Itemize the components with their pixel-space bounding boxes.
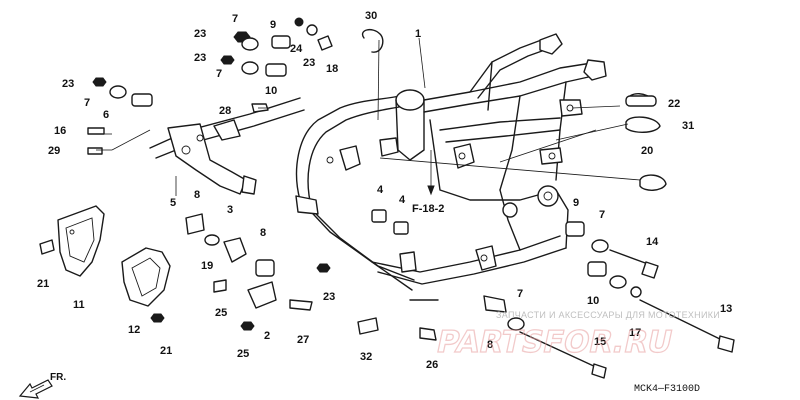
callout: 25 bbox=[237, 348, 249, 360]
callouts: 1 2 3 4 4 5 6 7 7 7 7 7 8 8 8 9 9 10 10 … bbox=[37, 10, 732, 371]
callout: 32 bbox=[360, 351, 372, 363]
callout: 9 bbox=[270, 19, 276, 31]
callout: 29 bbox=[48, 145, 60, 157]
callout: 24 bbox=[290, 43, 303, 55]
callout: 6 bbox=[103, 109, 109, 121]
watermark: ЗАПЧАСТИ И АКСЕССУАРЫ ДЛЯ МОТОТЕХНИКИ PA… bbox=[433, 310, 720, 361]
callout: 10 bbox=[587, 295, 599, 307]
leader-lines bbox=[96, 37, 641, 196]
callout: 3 bbox=[227, 204, 233, 216]
callout: 7 bbox=[599, 209, 605, 221]
callout: 23 bbox=[194, 28, 206, 40]
callout: 23 bbox=[62, 78, 74, 90]
callout: 8 bbox=[260, 227, 266, 239]
callout: 13 bbox=[720, 303, 732, 315]
callout: 31 bbox=[682, 120, 694, 132]
callout: 5 bbox=[170, 197, 176, 209]
callout: 16 bbox=[54, 125, 66, 137]
callout: 17 bbox=[629, 327, 641, 339]
callout: 7 bbox=[84, 97, 90, 109]
diagram-code: MCK4—F3100D bbox=[634, 384, 700, 395]
callout: 4 bbox=[399, 194, 406, 206]
callout: 21 bbox=[37, 278, 49, 290]
callout: 30 bbox=[365, 10, 377, 22]
front-arrow: FR. bbox=[18, 372, 66, 399]
callout: 7 bbox=[232, 13, 238, 25]
callout: 12 bbox=[128, 324, 140, 336]
callout: 28 bbox=[219, 105, 231, 117]
callout: 23 bbox=[194, 52, 206, 64]
cover-12[interactable] bbox=[121, 247, 171, 307]
callout: 10 bbox=[265, 85, 277, 97]
callout: 19 bbox=[201, 260, 213, 272]
cover-11[interactable] bbox=[57, 205, 105, 277]
callout: 20 bbox=[641, 145, 653, 157]
callout: 15 bbox=[594, 336, 606, 348]
callout: 26 bbox=[426, 359, 438, 371]
callout: 9 bbox=[573, 197, 579, 209]
callout: 21 bbox=[160, 345, 172, 357]
callout: 25 bbox=[215, 307, 227, 319]
front-label: FR. bbox=[50, 372, 66, 383]
callout: 14 bbox=[646, 236, 659, 248]
callout: 18 bbox=[326, 63, 338, 75]
section-ref: F-18-2 bbox=[412, 203, 444, 215]
callout: 8 bbox=[194, 189, 200, 201]
frame-body[interactable] bbox=[295, 33, 607, 291]
watermark-logo: PARTSFOR.RU bbox=[433, 325, 675, 360]
callout: 7 bbox=[517, 288, 523, 300]
callout: 4 bbox=[377, 184, 384, 196]
callout: 27 bbox=[297, 334, 309, 346]
callout: 23 bbox=[323, 291, 335, 303]
callout: 2 bbox=[264, 330, 270, 342]
small-parts[interactable] bbox=[39, 17, 735, 379]
callout: 23 bbox=[303, 57, 315, 69]
callout: 7 bbox=[216, 68, 222, 80]
callout: 11 bbox=[73, 299, 85, 311]
step-bar-assembly[interactable] bbox=[149, 97, 305, 195]
callout: 1 bbox=[415, 28, 421, 40]
callout: 8 bbox=[487, 339, 493, 351]
watermark-text: ЗАПЧАСТИ И АКСЕССУАРЫ ДЛЯ МОТОТЕХНИКИ bbox=[496, 310, 720, 320]
callout: 22 bbox=[668, 98, 680, 110]
